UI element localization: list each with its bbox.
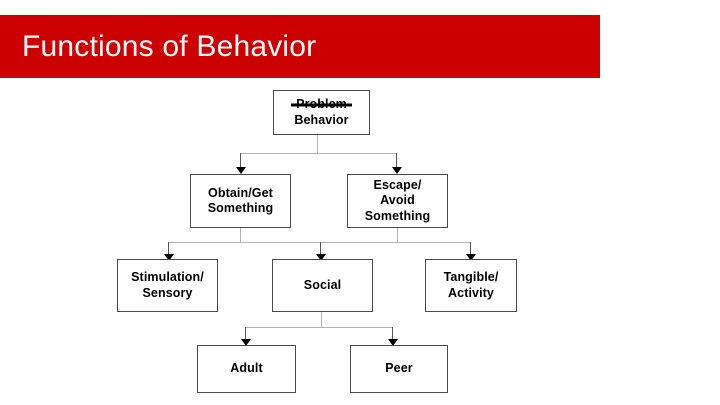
node-escape-avoid-something-label: Escape/ Avoid Something <box>348 178 447 224</box>
connector-drop-to-adult <box>245 327 246 341</box>
node-social-line-1: Social <box>303 277 342 292</box>
node-problem-behavior-line-2: Behavior <box>294 112 349 127</box>
connector-drop-to-obtain <box>240 153 241 169</box>
connector-stem-escape <box>397 228 398 242</box>
connector-drop-to-stimulation <box>168 242 169 256</box>
node-peer-label: Peer <box>351 361 447 376</box>
connector-drop-to-peer <box>392 327 393 341</box>
node-tangible-line-1: Tangible/ <box>443 270 499 285</box>
arrowhead-to-peer <box>388 339 398 346</box>
connector-drop-to-escape <box>396 153 397 169</box>
node-tangible-line-2: Activity <box>448 285 494 300</box>
node-escape-line-3: Something <box>364 208 431 223</box>
connector-drop-to-social <box>320 242 321 256</box>
node-stimulation-line-1: Stimulation/ <box>131 270 204 285</box>
node-adult-label: Adult <box>198 361 295 376</box>
node-peer-line-1: Peer <box>385 361 413 376</box>
node-obtain-line-1: Obtain/Get <box>208 185 273 200</box>
node-escape-avoid-something[interactable]: Escape/ Avoid Something <box>347 174 448 228</box>
connector-stem-social <box>321 312 322 327</box>
node-stimulation-sensory[interactable]: Stimulation/ Sensory <box>117 259 218 312</box>
node-tangible-activity[interactable]: Tangible/ Activity <box>425 259 517 312</box>
arrowhead-to-obtain <box>236 167 246 174</box>
arrowhead-to-tangible <box>466 254 476 261</box>
node-social[interactable]: Social <box>272 259 373 312</box>
connector-stem-level1 <box>317 135 318 154</box>
arrowhead-to-escape <box>392 167 402 174</box>
node-obtain-get-something[interactable]: Obtain/Get Something <box>190 174 291 228</box>
connector-bus-level2-to-level3 <box>168 242 471 243</box>
node-obtain-line-2: Something <box>207 201 274 215</box>
connector-bus-level3-to-level4 <box>245 327 393 328</box>
arrowhead-to-stimulation <box>164 254 174 261</box>
node-tangible-activity-label: Tangible/ Activity <box>426 270 516 301</box>
node-social-label: Social <box>273 278 372 293</box>
connector-stem-obtain <box>240 228 241 242</box>
node-adult[interactable]: Adult <box>197 345 296 393</box>
node-peer[interactable]: Peer <box>350 345 448 393</box>
node-problem-behavior-line-1: Problem <box>296 97 347 112</box>
title-banner: Functions of Behavior <box>0 15 600 78</box>
node-problem-behavior[interactable]: Problem Behavior <box>273 90 370 135</box>
connector-drop-to-tangible <box>470 242 471 256</box>
connector-bus-level1-to-level2 <box>240 153 396 154</box>
arrowhead-to-social <box>316 254 326 261</box>
node-obtain-get-something-label: Obtain/Get Something <box>191 186 290 217</box>
node-escape-line-1: Escape/ <box>373 178 422 193</box>
page-title: Functions of Behavior <box>22 29 317 63</box>
node-escape-line-2: Avoid <box>380 193 415 208</box>
node-adult-line-1: Adult <box>230 361 263 376</box>
arrowhead-to-adult <box>241 339 251 346</box>
node-stimulation-line-2: Sensory <box>142 285 193 300</box>
node-problem-behavior-label: Problem Behavior <box>274 97 369 128</box>
node-stimulation-sensory-label: Stimulation/ Sensory <box>118 270 217 301</box>
